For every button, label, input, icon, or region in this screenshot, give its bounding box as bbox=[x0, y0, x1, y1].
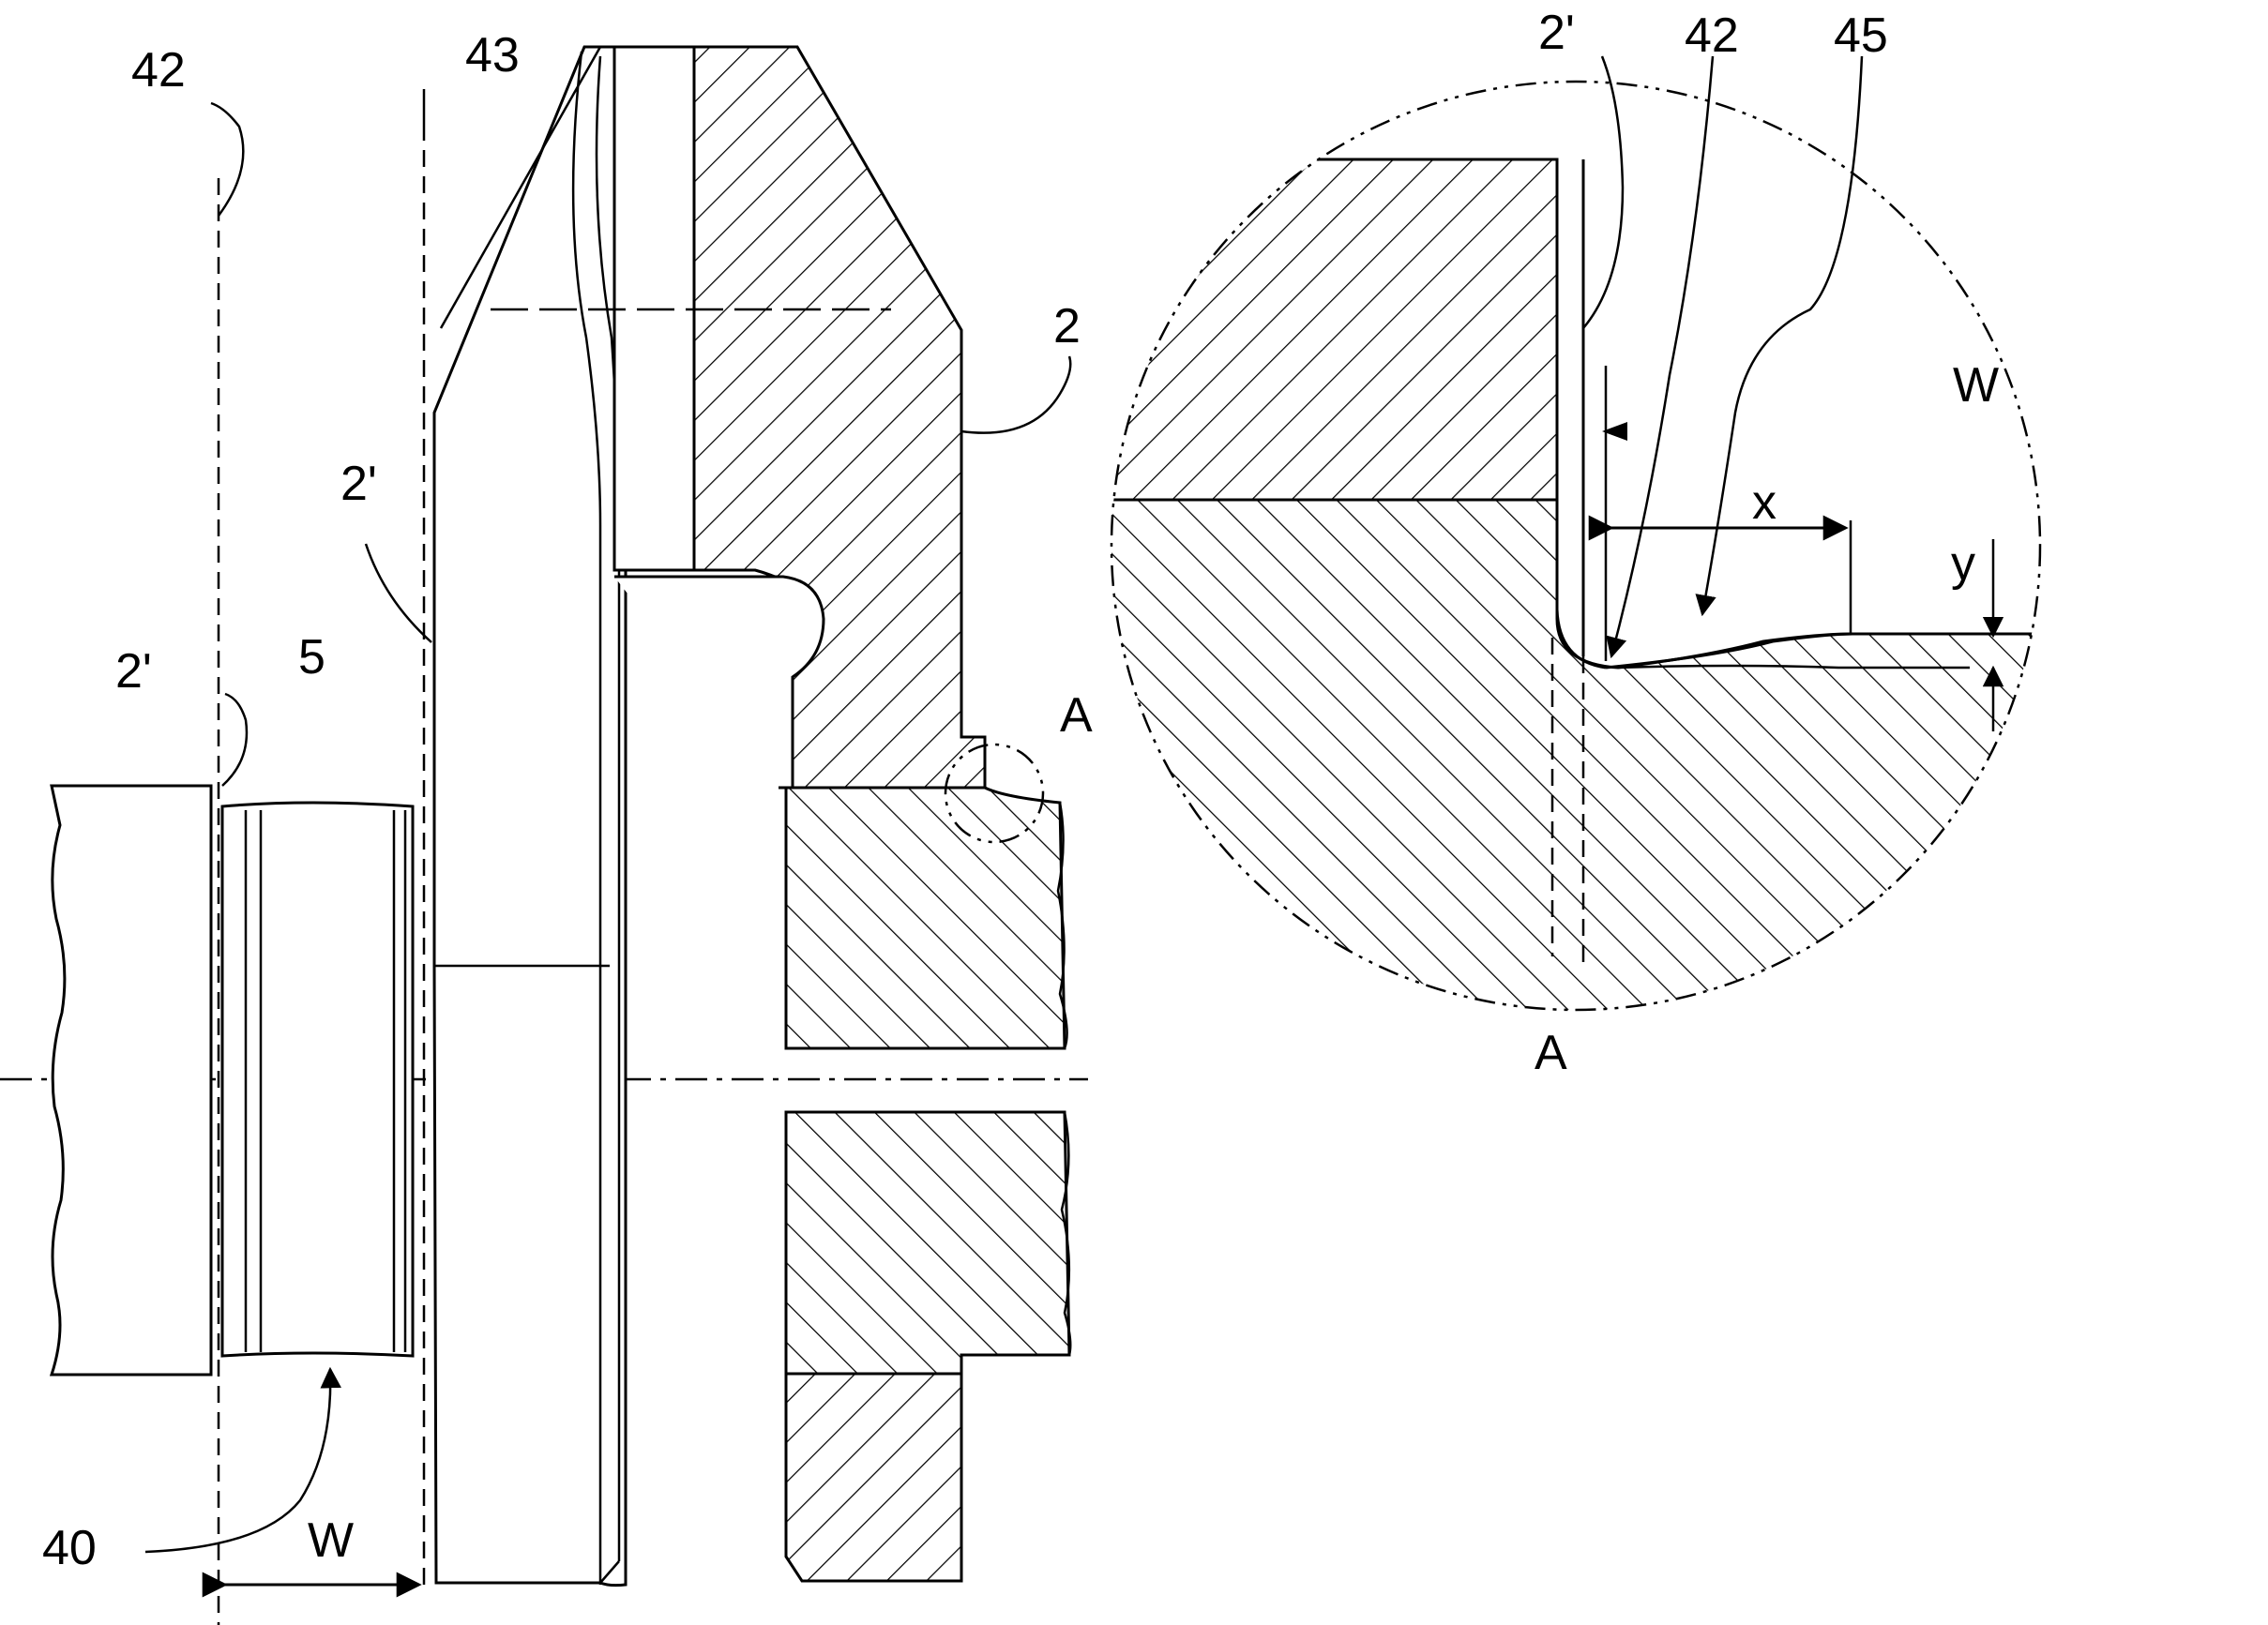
label-detail-2prime: 2' bbox=[1538, 6, 1575, 60]
label-2: 2 bbox=[1053, 299, 1081, 354]
label-detail-45: 45 bbox=[1834, 8, 1888, 63]
shaft-body bbox=[52, 786, 211, 1375]
label-W-main: W bbox=[308, 1513, 354, 1568]
label-detail-x: x bbox=[1752, 475, 1777, 530]
label-5: 5 bbox=[298, 630, 325, 685]
journal-5 bbox=[222, 803, 413, 1356]
label-detail-y: y bbox=[1951, 536, 1975, 591]
label-detail-A: A bbox=[1535, 1026, 1567, 1080]
label-43: 43 bbox=[465, 28, 520, 83]
main-view bbox=[0, 47, 1088, 1625]
label-2prime-left: 2' bbox=[115, 644, 152, 699]
bearing-block-upper bbox=[786, 788, 1065, 1048]
label-detail-42: 42 bbox=[1685, 8, 1739, 63]
label-40: 40 bbox=[42, 1521, 97, 1575]
label-42: 42 bbox=[131, 43, 186, 98]
bearing-block-lower bbox=[786, 1112, 1069, 1374]
label-detail-W: W bbox=[1953, 358, 1999, 413]
label-2prime-mid: 2' bbox=[340, 457, 377, 511]
crank-web-lower bbox=[786, 1374, 961, 1581]
detail-view bbox=[1107, 56, 2045, 1013]
label-A-main: A bbox=[1060, 688, 1093, 743]
grinding-disc bbox=[434, 47, 626, 1586]
